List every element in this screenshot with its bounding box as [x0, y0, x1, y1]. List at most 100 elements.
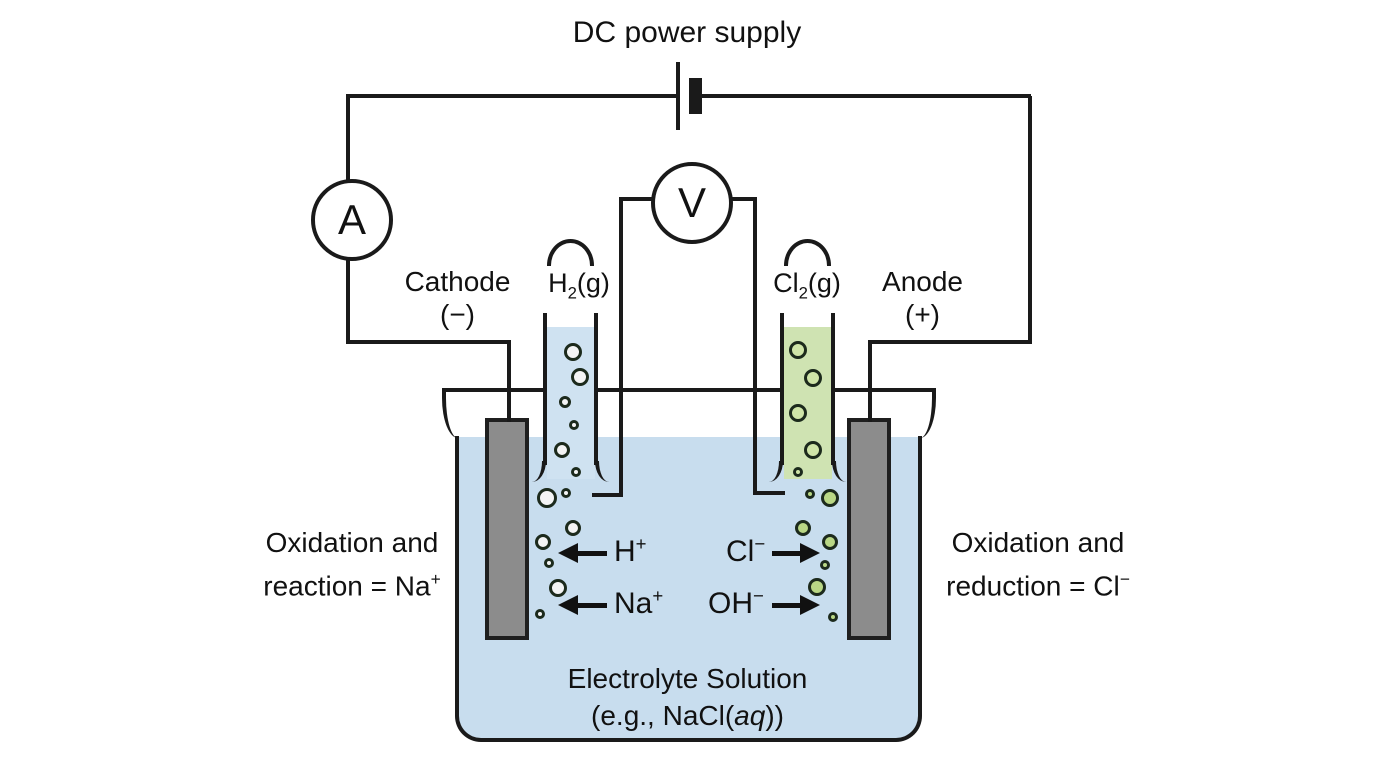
cl2-bubble: [793, 467, 803, 477]
cl2-tube-cap-arc: [784, 239, 831, 266]
wire-voltmeter-right-vertical: [753, 197, 757, 493]
cl2-bubble: [804, 441, 822, 459]
anode-electrode: [847, 418, 891, 640]
cl-ion-label: Cl−: [726, 533, 765, 569]
cl2-bubble: [789, 341, 807, 359]
wire-top-left: [346, 94, 678, 98]
beaker-lip-left: [442, 390, 458, 438]
right-caption-line2: reduction = Cl−: [928, 561, 1148, 604]
h2-bubble: [569, 420, 579, 430]
cl2-bubble: [820, 560, 830, 570]
h2-bubble: [571, 368, 589, 386]
cathode-label-line1: Cathode: [404, 266, 511, 297]
wire-ammeter-bottom: [346, 251, 350, 342]
cl2-bubble: [795, 520, 811, 536]
electrolyte-line2-italic: aq: [734, 700, 766, 731]
wire-voltmeter-right-horizontal: [721, 197, 757, 201]
cathode-electrode: [485, 418, 529, 640]
wire-voltmeter-left-hook: [592, 493, 623, 497]
cl2-base: Cl: [773, 268, 799, 298]
ammeter: A: [311, 179, 393, 261]
electrolyte-label-line2: (e.g., NaCl(aq)): [510, 697, 865, 734]
cl2-tube-wall-left: [780, 313, 784, 465]
h2-bubble: [535, 534, 551, 550]
na-ion-charge: +: [652, 585, 664, 606]
h2-bubble: [559, 396, 571, 408]
wire-voltmeter-left-horizontal: [619, 197, 655, 201]
cl2-state: (g): [807, 268, 841, 298]
cl-ion-arrow-icon: [800, 543, 820, 563]
wire-anode-horizontal: [868, 340, 1032, 344]
h2-bubble: [554, 442, 570, 458]
left-caption: Oxidation and reaction = Na+: [232, 524, 472, 604]
h-ion-arrow-shaft: [575, 551, 607, 556]
cl2-sub: 2: [798, 283, 808, 303]
wire-voltmeter-left-vertical: [619, 197, 623, 497]
electrolyte-line2-post: )): [765, 700, 784, 731]
na-ion-arrow-shaft: [575, 603, 607, 608]
left-caption-line1: Oxidation and: [265, 527, 439, 558]
cathode-label: Cathode (−): [385, 265, 530, 331]
cl2-tube-wall-right: [831, 313, 835, 465]
electrolyte-label: Electrolyte Solution (e.g., NaCl(aq)): [510, 660, 865, 734]
wire-top-right: [700, 94, 1031, 98]
h2-bubble: [561, 488, 571, 498]
electrolyte-line2-pre: (e.g., NaCl(: [591, 700, 735, 731]
left-caption-line2-text: reaction = Na: [263, 570, 431, 602]
oh-ion-arrow-shaft: [772, 603, 804, 608]
oh-ion-arrow-icon: [800, 595, 820, 615]
voltmeter: V: [651, 162, 733, 244]
battery-short-plate-icon: [689, 78, 702, 114]
voltmeter-label: V: [677, 179, 706, 226]
na-ion-label: Na+: [614, 585, 663, 621]
h-ion-charge: +: [635, 533, 647, 554]
oh-ion-base: OH: [708, 587, 753, 620]
wire-anode-vertical: [1028, 96, 1032, 342]
wire-voltmeter-right-hook: [753, 491, 785, 495]
ammeter-label: A: [337, 196, 366, 243]
right-caption-line1: Oxidation and: [951, 527, 1125, 558]
cl2-bubble: [822, 534, 838, 550]
cl-ion-arrow-shaft: [772, 551, 804, 556]
cl2-bubble: [828, 612, 838, 622]
h2-base: H: [548, 268, 568, 298]
cl2-bubble: [808, 578, 826, 596]
cl2-bubble: [805, 489, 815, 499]
anode-label-line1: Anode: [882, 266, 963, 297]
right-caption-line2-text: reduction = Cl: [946, 570, 1120, 602]
h2-tube-wall-right: [594, 313, 598, 465]
cl2-tube-flare-left: [769, 461, 783, 482]
h2-bubble: [571, 467, 581, 477]
h2-tube-cap-arc: [547, 239, 594, 266]
cl2-bubble: [789, 404, 807, 422]
right-caption: Oxidation and reduction = Cl−: [928, 524, 1148, 604]
h2-tube-flare-left: [532, 461, 546, 482]
anode-label-line2: (+): [905, 299, 940, 330]
h2-bubble: [565, 520, 581, 536]
cl2-gas-label: Cl2(g): [764, 267, 850, 309]
h2-tube-wall-left: [543, 313, 547, 465]
cl-ion-charge: −: [754, 533, 766, 554]
na-ion-base: Na: [614, 587, 653, 620]
beaker-body: [455, 436, 922, 742]
electrolyte-label-line1: Electrolyte Solution: [567, 663, 808, 694]
left-caption-line2: reaction = Na+: [232, 561, 472, 604]
h2-bubble: [537, 488, 557, 508]
h2-gas-label: H2(g): [536, 267, 622, 309]
cathode-label-line2: (−): [440, 299, 475, 330]
cl2-bubble: [821, 489, 839, 507]
beaker-rim: [442, 388, 936, 392]
h2-state: (g): [576, 268, 610, 298]
h-ion-arrow-icon: [558, 543, 578, 563]
beaker-lip-right: [920, 390, 936, 438]
wire-cathode-drop: [507, 340, 511, 422]
h2-bubble: [564, 343, 582, 361]
h-ion-base: H: [614, 535, 636, 568]
oh-ion-label: OH−: [708, 585, 764, 621]
h-ion-label: H+: [614, 533, 647, 569]
wire-anode-drop: [868, 340, 872, 422]
cl-ion-base: Cl: [726, 535, 755, 568]
electrolyte-solution-fill: [458, 437, 920, 740]
battery-long-plate-icon: [676, 62, 680, 130]
wire-ammeter-top: [346, 96, 350, 181]
